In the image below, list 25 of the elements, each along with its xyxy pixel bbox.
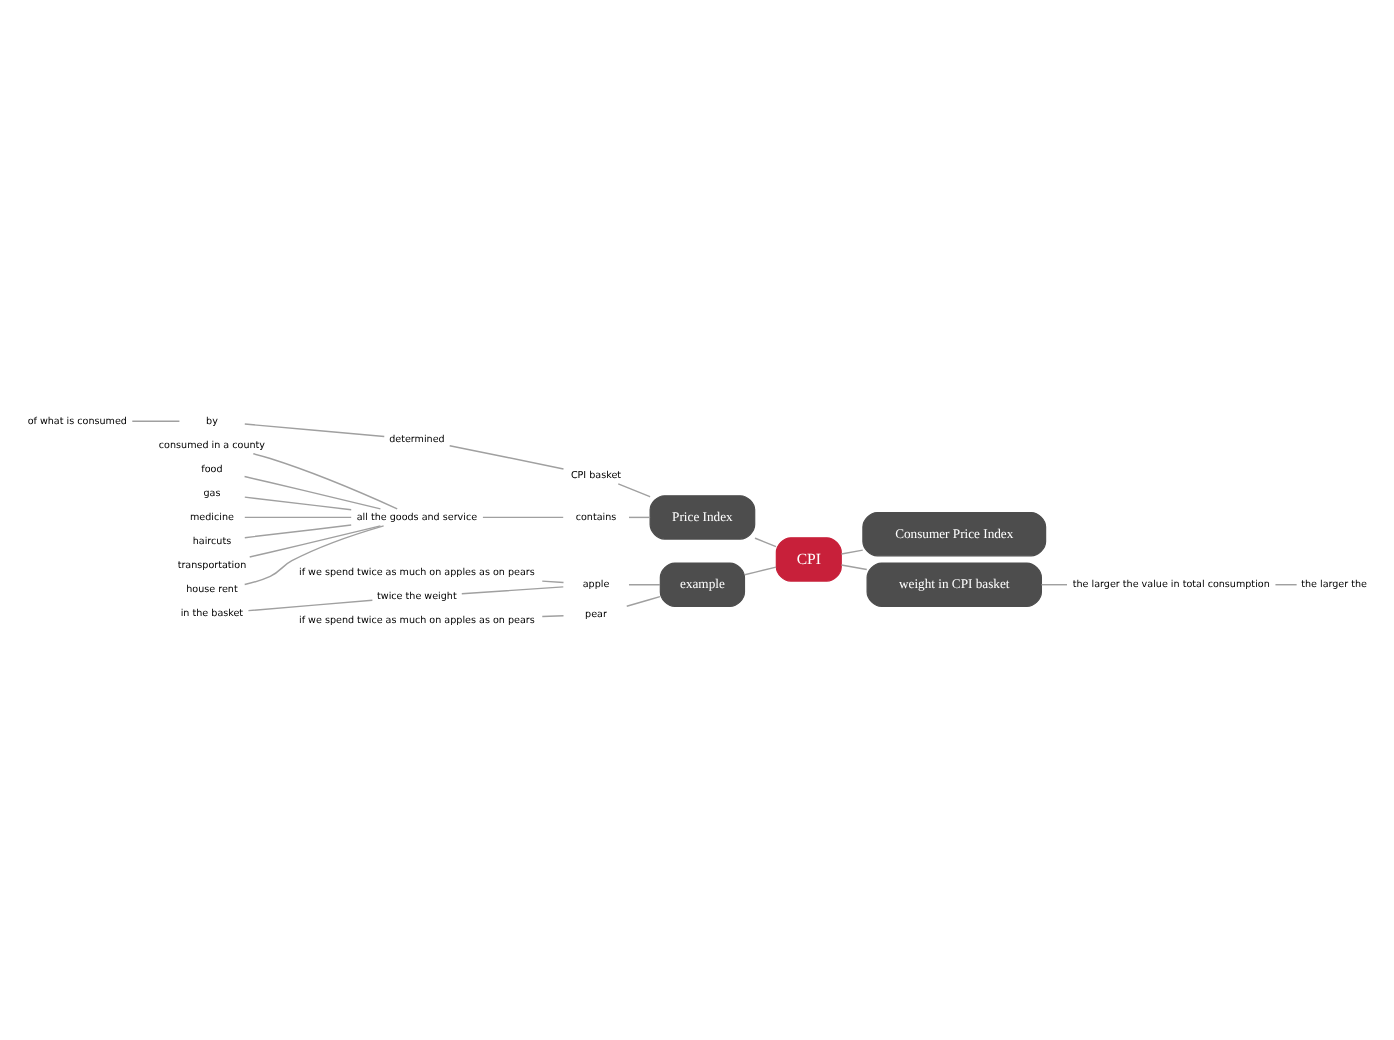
- connector: [244, 495, 352, 510]
- connector: [244, 523, 352, 538]
- connector: [840, 563, 868, 570]
- connector: [626, 594, 661, 606]
- connector: [541, 579, 565, 583]
- connector: [628, 515, 651, 518]
- connector: [244, 422, 385, 437]
- connector: [1040, 583, 1068, 585]
- connector: [840, 548, 864, 554]
- connector: [244, 524, 385, 585]
- connector: [754, 536, 777, 547]
- connector: [243, 474, 382, 509]
- connector: [131, 419, 181, 421]
- connector: [482, 515, 564, 518]
- connector: [628, 583, 661, 585]
- connector: [1274, 583, 1298, 585]
- connector: [247, 598, 374, 611]
- connector: [744, 565, 777, 575]
- connector: [448, 443, 565, 469]
- connector: [249, 524, 382, 557]
- connector: [541, 614, 565, 617]
- connector: [244, 515, 352, 518]
- connector: [252, 452, 398, 509]
- connector: [617, 482, 651, 497]
- connector: [461, 585, 564, 594]
